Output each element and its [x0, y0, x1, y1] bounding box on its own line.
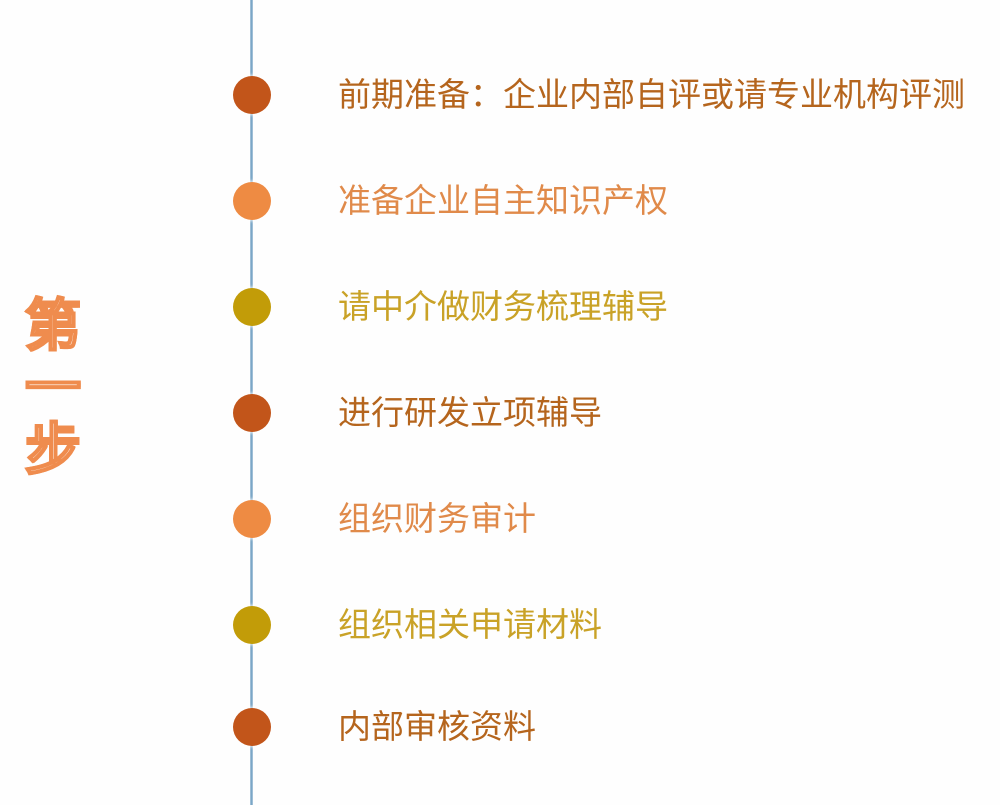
timeline-item-label: 组织财务审计 [338, 499, 536, 538]
timeline-dot [233, 606, 271, 644]
step-label-char-2: 一 [24, 356, 82, 421]
timeline-item-label: 请中介做财务梳理辅导 [338, 287, 668, 326]
step-label-char-1: 第 [24, 294, 82, 359]
timeline-dot [233, 288, 271, 326]
timeline-dot [233, 394, 271, 432]
timeline-dot [233, 500, 271, 538]
timeline-row[interactable]: 进行研发立项辅导 [0, 393, 1000, 433]
timeline-item-label: 组织相关申请材料 [338, 605, 602, 644]
timeline-item-label: 前期准备：企业内部自评或请专业机构评测 [338, 75, 965, 114]
timeline-row[interactable]: 请中介做财务梳理辅导 [0, 287, 1000, 327]
timeline-dot [233, 76, 271, 114]
timeline-row[interactable]: 组织财务审计 [0, 499, 1000, 539]
timeline-item-label: 准备企业自主知识产权 [338, 181, 668, 220]
timeline-row[interactable]: 组织相关申请材料 [0, 605, 1000, 645]
timeline-row[interactable]: 内部审核资料 [0, 707, 1000, 747]
step-label-char-3: 步 [24, 418, 82, 483]
timeline-dot [233, 182, 271, 220]
timeline-dot [233, 708, 271, 746]
timeline-row[interactable]: 准备企业自主知识产权 [0, 181, 1000, 221]
step-label-first-step: 第 一 步 [16, 294, 90, 483]
timeline-row[interactable]: 前期准备：企业内部自评或请专业机构评测 [0, 75, 1000, 115]
timeline-item-label: 进行研发立项辅导 [338, 393, 602, 432]
timeline-item-label: 内部审核资料 [338, 707, 536, 746]
